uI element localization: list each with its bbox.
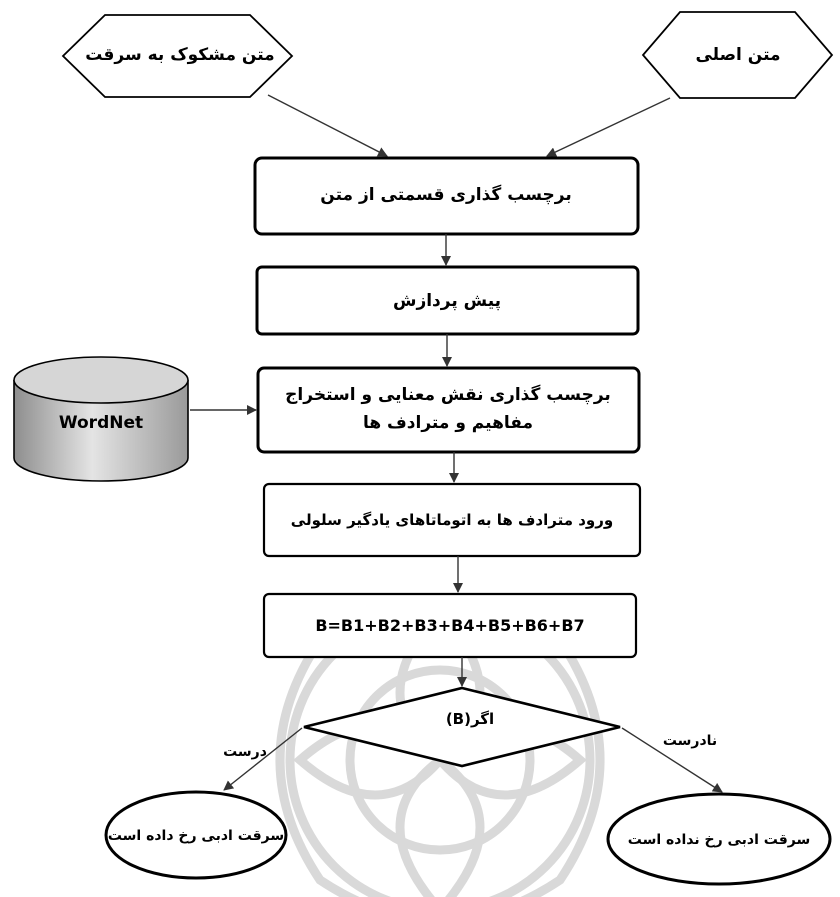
- srl-extraction-label-line1: برچسب گذاری نقش معنایی و استخراج: [285, 384, 611, 405]
- srl-extraction-box: [256, 366, 641, 454]
- plagiarism-occurred-ellipse: [104, 790, 288, 880]
- suspicious-text-hexagon: [61, 14, 294, 98]
- srl-extraction-label-line2: مفاهیم و مترادف ها: [363, 413, 533, 433]
- suspicious-text-label: متن مشکوک به سرقت: [85, 45, 274, 65]
- formula-label: B=B1+B2+B3+B4+B5+B6+B7: [315, 616, 584, 635]
- edge-suspicious-to-tagging: [267, 94, 388, 157]
- edge-decision-false: [621, 727, 723, 793]
- formula-box: [262, 592, 638, 659]
- automata-entry-box: [262, 482, 642, 558]
- edge-false-label: نادرست: [663, 733, 717, 749]
- edge-true-label: درست: [223, 744, 267, 760]
- no-plagiarism-label: سرقت ادبی رخ نداده است: [628, 832, 811, 848]
- edge-original-to-tagging: [546, 97, 671, 157]
- wordnet-database: [13, 356, 189, 482]
- decision-label: اگر(B): [446, 710, 494, 728]
- edge-decision-true: [223, 727, 303, 791]
- automata-entry-label: ورود مترادف ها به اتوماتاهای یادگیر سلول…: [291, 511, 613, 529]
- original-text-hexagon: [641, 11, 834, 99]
- partial-tagging-label: برچسب گذاری قسمتی از متن: [320, 184, 571, 205]
- preprocessing-label: پیش پردازش: [393, 291, 501, 311]
- original-text-label: متن اصلی: [695, 45, 780, 65]
- plagiarism-occurred-label: سرقت ادبی رخ داده است: [108, 828, 284, 844]
- no-plagiarism-ellipse: [606, 792, 832, 886]
- decision-diamond: [303, 686, 621, 768]
- wordnet-label: WordNet: [59, 413, 143, 433]
